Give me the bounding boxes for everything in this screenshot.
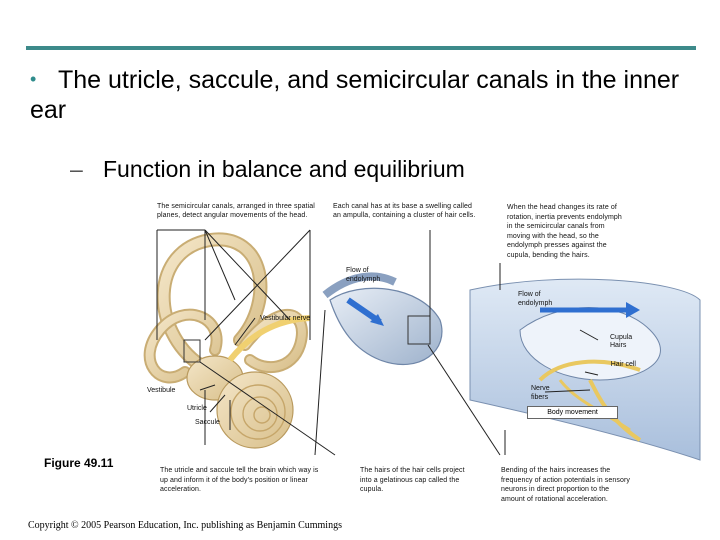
label-vestibule: Vestibule	[147, 387, 176, 394]
sub-bullet: –Function in balance and equilibrium	[70, 155, 465, 183]
label-utricle: Utricle	[187, 405, 207, 412]
label-nerve-fibers: Nerve fibers	[531, 385, 550, 401]
note-rotation: When the head changes its rate of rotati…	[507, 204, 622, 259]
semicircular-canals	[143, 232, 308, 384]
label-hair-cell: Hair cell	[610, 361, 636, 368]
ampulla-section	[322, 272, 443, 366]
title-rule	[26, 46, 696, 50]
note-canals: The semicircular canals, arranged in thr…	[157, 203, 315, 219]
callout-lines	[156, 229, 599, 456]
figure-number: Figure 49.11	[44, 456, 114, 470]
label-cupula: Cupula	[610, 334, 633, 341]
note-cupula: The hairs of the hair cells project into…	[360, 467, 465, 493]
copyright: Copyright © 2005 Pearson Education, Inc.…	[28, 520, 342, 531]
label-body-movement: Body movement	[527, 406, 618, 419]
label-flow-2: Flow of endolymph	[518, 291, 553, 307]
label-hairs: Hairs	[610, 342, 627, 349]
ampulla-focus-box	[183, 339, 201, 363]
label-saccule: Saccule	[195, 419, 220, 426]
note-ampulla: Each canal has at its base a swelling ca…	[333, 203, 476, 219]
cochlea	[216, 371, 294, 449]
bullet-dot: •	[30, 69, 37, 89]
sub-bullet-text: Function in balance and equilibrium	[103, 156, 465, 182]
main-bullet: •The utricle, saccule, and semicircular …	[30, 64, 700, 125]
bullet-text: The utricle, saccule, and semicircular c…	[30, 66, 680, 124]
label-vestibular-nerve: Vestibular nerve	[260, 315, 311, 322]
label-flow-1: Flow of endolymph	[346, 267, 381, 283]
sub-dash: –	[70, 156, 83, 182]
note-bending: Bending of the hairs increases the frequ…	[501, 467, 631, 503]
vestibular-nerve-shape	[227, 315, 311, 362]
note-utricle-saccule: The utricle and saccule tell the brain w…	[160, 467, 319, 493]
